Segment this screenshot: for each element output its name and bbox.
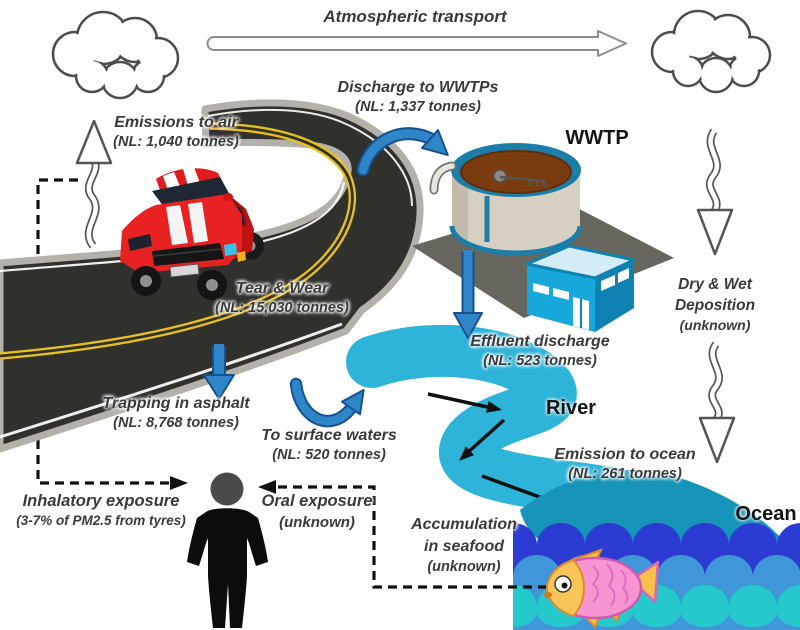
label-river: River [545, 397, 597, 419]
car-illustration [120, 167, 264, 300]
cloud-left-icon [51, 10, 180, 100]
discharge-arrow-icon [356, 127, 449, 177]
wwtp-building [525, 244, 636, 332]
label-to-surface-waters: To surface waters (NL: 520 tonnes) [261, 425, 396, 465]
label-accumulation-in-seafood: Accumulation in seafood (unknown) [411, 514, 517, 577]
label-trapping-in-asphalt: Trapping in asphalt (NL: 8,768 tonnes) [102, 393, 249, 433]
wwtp-illustration [412, 143, 674, 332]
atmospheric-transport-arrow-icon [206, 30, 627, 57]
oral-arrowhead-icon [258, 480, 276, 494]
label-oral-exposure: Oral exposure (unknown) [262, 490, 373, 532]
oral-title: Oral exposure [261, 492, 373, 510]
deposition-value: (unknown) [679, 317, 751, 333]
discharge-to-wwtps-title: Discharge to WWTPs [337, 79, 499, 96]
emission-ocean-value: (NL: 261 tonnes) [568, 466, 682, 482]
cloud-right-icon [650, 9, 772, 94]
emission-ocean-title: Emission to ocean [554, 446, 696, 463]
fish-icon [544, 548, 660, 629]
label-dry-wet-deposition: Dry & Wet Deposition (unknown) [675, 274, 755, 335]
seafood-line1: Accumulation [411, 516, 517, 533]
surface-waters-value: (NL: 520 tonnes) [272, 447, 386, 463]
to-surface-waters-arrow-icon [289, 377, 365, 428]
label-tear-and-wear: Tear & Wear (NL: 15,030 tonnes) [215, 278, 349, 318]
emissions-to-air-arrow-icon [75, 119, 113, 249]
trapping-arrow-icon [203, 344, 235, 400]
label-ocean: Ocean [735, 503, 797, 525]
trapping-title: Trapping in asphalt [102, 395, 250, 412]
seafood-value: (unknown) [427, 559, 501, 575]
label-effluent-discharge: Effluent discharge (NL: 523 tonnes) [470, 331, 609, 371]
emissions-to-air-title: Emissions to air [114, 114, 238, 131]
surface-waters-title: To surface waters [261, 427, 397, 444]
label-emissions-to-air: Emissions to air (NL: 1,040 tonnes) [113, 112, 239, 152]
oral-dashed-path [278, 485, 551, 589]
discharge-to-wwtps-value: (NL: 1,337 tonnes) [355, 99, 481, 115]
deposition-arrow-top-icon [696, 128, 734, 256]
oral-value: (unknown) [279, 514, 355, 531]
tear-and-wear-title: Tear & Wear [235, 280, 329, 297]
effluent-value: (NL: 523 tonnes) [483, 353, 597, 369]
label-emission-to-ocean: Emission to ocean (NL: 261 tonnes) [554, 444, 695, 484]
inhalatory-value: (3-7% of PM2.5 from tyres) [16, 513, 186, 528]
deposition-line1: Dry & Wet [678, 276, 752, 293]
effluent-arrow-icon [453, 250, 483, 339]
label-discharge-to-wwtps: Discharge to WWTPs (NL: 1,337 tonnes) [338, 77, 499, 117]
inhalatory-title: Inhalatory exposure [22, 492, 180, 510]
trapping-value: (NL: 8,768 tonnes) [113, 415, 239, 431]
deposition-arrow-bottom-icon [698, 341, 736, 464]
deposition-line2: Deposition [674, 297, 756, 314]
label-inhalatory-exposure: Inhalatory exposure (3-7% of PM2.5 from … [16, 490, 186, 529]
inhalation-arrowhead-icon [170, 476, 188, 490]
seafood-line2: in seafood [423, 538, 505, 555]
effluent-title: Effluent discharge [470, 333, 610, 350]
label-atmospheric-transport: Atmospheric transport [323, 6, 506, 27]
inhalation-dashed-path [36, 178, 170, 485]
human-figure [187, 472, 268, 628]
label-wwtp: WWTP [565, 127, 629, 149]
atmospheric-transport-text: Atmospheric transport [323, 7, 507, 26]
tear-and-wear-value: (NL: 15,030 tonnes) [215, 300, 349, 316]
emissions-to-air-value: (NL: 1,040 tonnes) [113, 134, 239, 150]
